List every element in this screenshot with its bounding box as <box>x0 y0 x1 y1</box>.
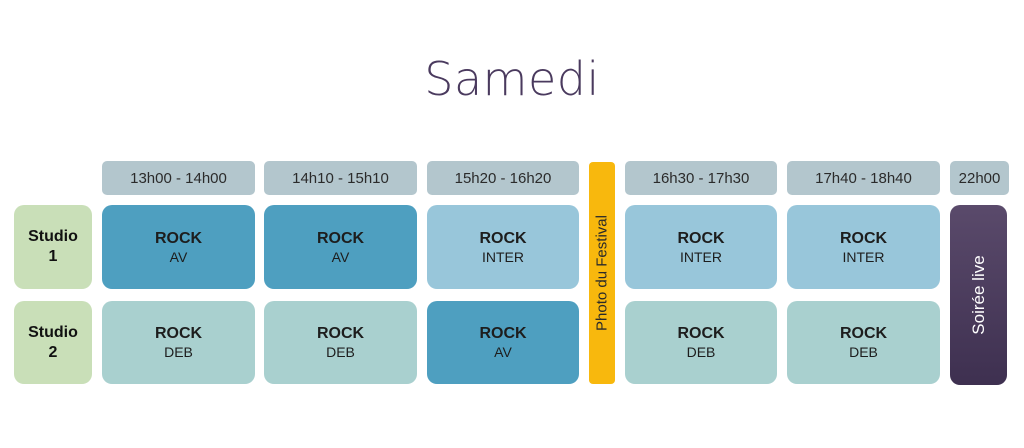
studio-2-name: Studio <box>28 323 78 341</box>
session-genre: ROCK <box>316 325 365 342</box>
session-level: AV <box>331 248 350 265</box>
session-genre: ROCK <box>677 229 725 247</box>
studio-2-label: Studio 2 <box>14 301 92 384</box>
session-genre: ROCK <box>677 325 725 342</box>
session-studio2-slot1[interactable]: ROCK DEB <box>102 301 255 384</box>
session-genre: ROCK <box>479 229 527 247</box>
time-slot-3: 15h20 - 16h20 <box>427 161 579 195</box>
session-studio1-slot4[interactable]: ROCK INTER <box>625 205 777 289</box>
photo-break-bar: Photo du Festival <box>589 162 615 384</box>
session-level: INTER <box>842 248 885 265</box>
session-studio2-slot4[interactable]: ROCK DEB <box>625 301 777 384</box>
session-studio2-slot3[interactable]: ROCK AV <box>427 301 579 384</box>
session-studio1-slot1[interactable]: ROCK AV <box>102 205 255 289</box>
session-studio2-slot2[interactable]: ROCK DEB <box>264 301 417 384</box>
session-genre: ROCK <box>316 229 365 247</box>
studio-1-name: Studio <box>28 228 78 245</box>
studio-1-label: Studio 1 <box>14 205 92 289</box>
evening-event[interactable]: Soirée live <box>950 205 1007 385</box>
session-level: DEB <box>164 344 193 360</box>
session-genre: ROCK <box>839 325 888 342</box>
page-title: Samedi <box>424 52 600 106</box>
session-studio1-slot3[interactable]: ROCK INTER <box>427 205 579 289</box>
session-genre: ROCK <box>839 229 888 247</box>
session-genre: ROCK <box>154 229 203 247</box>
time-slot-1: 13h00 - 14h00 <box>102 161 255 195</box>
session-genre: ROCK <box>479 325 527 342</box>
time-slot-6: 22h00 <box>950 161 1009 195</box>
time-slot-2: 14h10 - 15h10 <box>264 161 417 195</box>
studio-1-number: 1 <box>48 248 58 265</box>
session-level: AV <box>494 344 512 360</box>
time-slot-5: 17h40 - 18h40 <box>787 161 940 195</box>
session-level: INTER <box>680 248 722 265</box>
session-studio1-slot5[interactable]: ROCK INTER <box>787 205 940 289</box>
session-level: INTER <box>482 248 524 265</box>
session-level: DEB <box>326 344 355 360</box>
session-studio2-slot5[interactable]: ROCK DEB <box>787 301 940 384</box>
session-level: DEB <box>686 344 716 360</box>
studio-2-number: 2 <box>48 343 58 361</box>
session-level: AV <box>169 248 188 265</box>
session-level: DEB <box>849 344 878 360</box>
evening-event-label: Soirée live <box>968 255 988 335</box>
photo-break-label: Photo du Festival <box>593 215 611 331</box>
time-slot-4: 16h30 - 17h30 <box>625 161 777 195</box>
session-studio1-slot2[interactable]: ROCK AV <box>264 205 417 289</box>
session-genre: ROCK <box>154 325 203 342</box>
